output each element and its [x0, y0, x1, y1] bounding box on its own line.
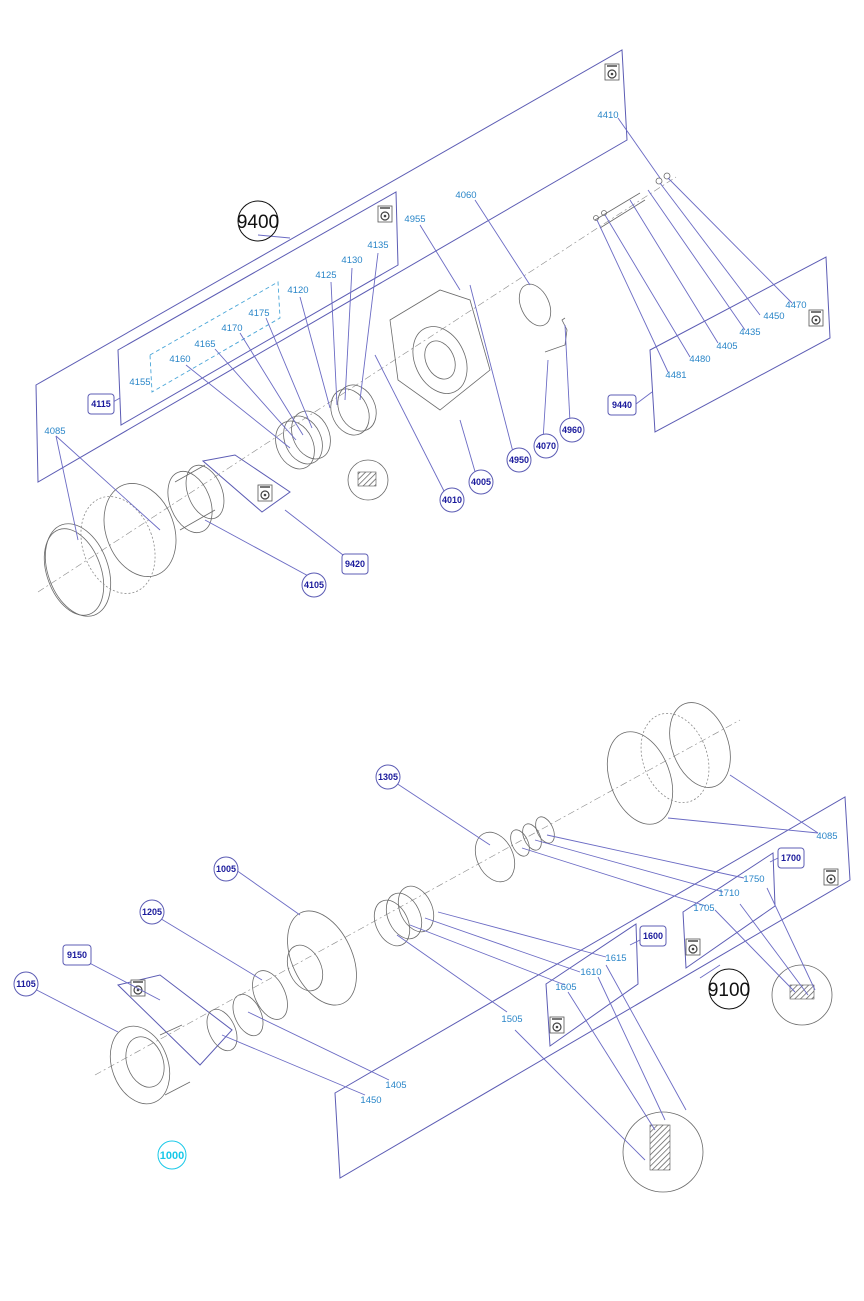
logo-stamp-icon [808, 309, 824, 327]
part-label: 4120 [287, 285, 308, 296]
part-label: 4955 [404, 214, 425, 225]
panel-9400 [35, 49, 628, 483]
logo-stamp-icon [549, 1016, 565, 1034]
lower-parts-geometry [109, 702, 833, 1193]
part-label: 1615 [605, 953, 626, 964]
box-label-9440: 9440 [612, 400, 632, 410]
lower-assembly: 9100 4085 1750 1710 1705 1615 1610 1605 … [13, 702, 851, 1193]
circled-label-4070: 4070 [536, 441, 556, 451]
circled-label-1205: 1205 [142, 907, 162, 917]
part-label: 4435 [739, 327, 760, 338]
box-label-4115: 4115 [91, 399, 111, 409]
panel-9150 [117, 974, 233, 1066]
upper-leaders [55, 117, 793, 579]
circled-label-1305: 1305 [378, 772, 398, 782]
panel-1600 [545, 923, 639, 1047]
logo-stamp-icon [377, 205, 393, 223]
box-label-9420: 9420 [345, 559, 365, 569]
part-label: 4060 [455, 190, 476, 201]
logo-stamp-icon [685, 938, 701, 956]
part-label: 1705 [693, 903, 714, 914]
circled-label-1105: 1105 [16, 979, 36, 989]
part-label: 4481 [665, 370, 686, 381]
box-label-1600: 1600 [643, 931, 663, 941]
assembly-label-9100: 9100 [708, 980, 750, 1001]
logo-stamp-icon [257, 484, 273, 502]
part-label: 1405 [385, 1080, 406, 1091]
circled-label-1000: 1000 [160, 1150, 184, 1162]
circled-label-4010: 4010 [442, 495, 462, 505]
part-label: 4155 [129, 377, 150, 388]
logo-stamp-icon [823, 868, 839, 886]
panel-4115 [117, 191, 399, 426]
box-label-1700: 1700 [781, 853, 801, 863]
part-label: 4480 [689, 354, 710, 365]
circled-label-1005: 1005 [216, 864, 236, 874]
upper-assembly: 9400 4410 4060 4955 4135 4130 4125 4120 … [35, 49, 831, 617]
logo-stamp-icon [604, 63, 620, 81]
circled-label-4005: 4005 [471, 477, 491, 487]
part-label: 1605 [555, 982, 576, 993]
part-label: 4175 [248, 308, 269, 319]
part-label: 4160 [169, 354, 190, 365]
part-label: 4165 [194, 339, 215, 350]
part-label: 4125 [315, 270, 336, 281]
part-label: 1750 [743, 874, 764, 885]
part-label: 4130 [341, 255, 362, 266]
panel-4155-dashed [149, 281, 281, 393]
part-label: 1450 [360, 1095, 381, 1106]
panel-9100 [334, 796, 851, 1179]
lower-leaders [26, 774, 819, 1161]
lower-axis [94, 719, 741, 1076]
part-label: 4085 [816, 831, 837, 842]
panel-9440 [649, 256, 831, 433]
part-label: 1505 [501, 1014, 522, 1025]
part-label: 4410 [597, 110, 618, 121]
panel-9420 [201, 454, 291, 513]
circled-label-4105: 4105 [304, 580, 324, 590]
circled-label-4960: 4960 [562, 425, 582, 435]
part-label: 4085 [44, 426, 65, 437]
box-label-9150: 9150 [67, 950, 87, 960]
circled-label-4950: 4950 [509, 455, 529, 465]
part-label: 1710 [718, 888, 739, 899]
part-label: 4470 [785, 300, 806, 311]
part-label: 4135 [367, 240, 388, 251]
part-label: 1610 [580, 967, 601, 978]
upper-axis [37, 176, 677, 593]
part-label: 4405 [716, 341, 737, 352]
part-label: 4170 [221, 323, 242, 334]
part-label: 4450 [763, 311, 784, 322]
assembly-label-9400: 9400 [237, 212, 279, 233]
